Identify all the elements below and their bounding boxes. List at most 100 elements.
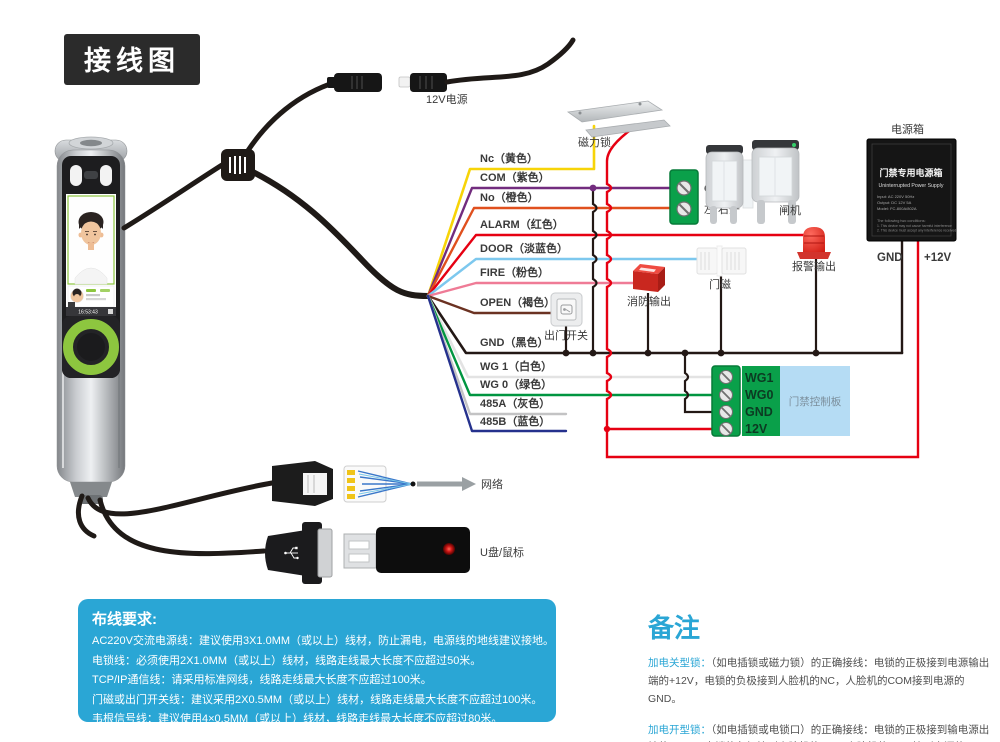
face-terminal-illustration: 16:53:43	[54, 136, 128, 504]
wire-485a-label: 485A（灰色）	[480, 396, 550, 410]
board-terminal-wg1: WG1	[745, 371, 774, 385]
power-box-spec: Input: AC 220V 50Hz	[877, 194, 914, 199]
screw-icon	[676, 201, 692, 217]
camera-slot-right-icon	[100, 165, 112, 186]
usb-stick-plug	[343, 533, 377, 569]
remarks-panel: 备注 加电关型锁：（如电插锁或磁力锁）的正确接线：电锁的正极接到电源输出端的+1…	[648, 608, 990, 742]
wire-fan	[426, 124, 904, 433]
power-box-12v-label: +12V	[924, 252, 952, 264]
cables	[76, 79, 431, 557]
wire-gnd-label: GND（黑色）	[480, 335, 548, 349]
wire-fire	[426, 281, 636, 298]
green-ring-icon	[63, 319, 119, 375]
remark-note-head: 加电开型锁：	[648, 723, 711, 736]
wiring-requirements-title: 布线要求:	[92, 611, 157, 628]
power-12v-connectors: 12V电源	[327, 37, 576, 106]
wire-door	[426, 257, 699, 298]
breakout-connector-icon	[221, 149, 255, 181]
screw-icon	[718, 387, 734, 403]
wire-door-label: DOOR（淡蓝色）	[480, 241, 568, 255]
wiring-requirement-item: TCP/IP通信线：请采用标准网线，线路走线最大长度不应超过100米。	[92, 674, 432, 687]
screw-icon	[718, 421, 734, 437]
camera-slot-left-icon	[70, 165, 82, 186]
power-box-label: 电源箱	[891, 122, 924, 136]
power-box-note: The following two conditions:	[877, 219, 926, 223]
screw-icon	[718, 404, 734, 420]
wire-board-gnd-branch	[683, 353, 714, 414]
remark-note: 加电关型锁：（如电插锁或磁力锁）的正确接线：电锁的正极接到电源输出端的+12V，…	[648, 655, 990, 709]
wiring-requirements-panel: 布线要求: AC220V交流电源线：建议使用3X1.0MM（或以上）线材，防止漏…	[78, 599, 556, 725]
usb-trident-icon	[284, 546, 299, 560]
board-terminal-gnd: GND	[745, 405, 773, 419]
wire-wg0-label: WG 0（绿色）	[480, 377, 552, 391]
device-base	[70, 482, 112, 497]
wire-wg0	[426, 294, 715, 397]
alarm-beacon-icon: 报警输出	[792, 227, 836, 273]
recognition-card	[67, 285, 115, 308]
gate-illustration: 闸机	[705, 140, 801, 224]
wire-wg1-label: WG 1（白色）	[480, 359, 552, 373]
power-box-illustration: 电源箱 门禁专用电源箱 Uninterrupted Power Supply I…	[866, 122, 957, 264]
page-title: 接线图	[64, 34, 200, 85]
cable-usb	[97, 497, 267, 557]
wire-plus12v	[605, 127, 920, 459]
wire-com	[426, 186, 672, 298]
wire-wg1	[426, 294, 715, 379]
cable-device-to-breakout	[121, 162, 225, 231]
cable-network	[85, 480, 275, 517]
exit-button-label: 出门开关	[544, 328, 588, 342]
wire-nc	[426, 124, 596, 298]
wire-gnd-rail	[426, 294, 904, 355]
camera-lens-icon	[84, 171, 98, 179]
screen-status-bar	[66, 307, 116, 316]
wire-485b-label: 485B（蓝色）	[480, 414, 550, 428]
usb-stick-body	[376, 527, 470, 573]
wire-485b	[426, 294, 568, 433]
screen-time: 16:53:43	[78, 310, 98, 316]
junction-com	[589, 184, 597, 192]
junction-12v	[603, 425, 611, 433]
wire-open-label: OPEN（褐色）	[480, 295, 555, 309]
wiring-requirement-item: 电锁线：必须使用2X1.0MM（或以上）线材，线路走线最大长度不应超过50米。	[92, 654, 482, 667]
remark-note-body: （如电插锁或磁力锁）的正确接线：电锁的正极接到电源输出端的+12V，电锁的负极接…	[648, 657, 990, 705]
fire-output-icon: 消防输出	[627, 264, 671, 308]
wire-alarm	[426, 233, 808, 298]
usb-mouse-label: U盘/鼠标	[480, 545, 524, 559]
alarm-output-label: 报警输出	[792, 259, 836, 273]
wire-nc-label: Nc（黄色）	[480, 151, 538, 165]
cable-breakout-to-12v	[244, 79, 339, 155]
board-terminal-wg0: WG0	[745, 388, 774, 402]
usb-led-icon	[443, 543, 455, 555]
power-box-spec: Model: FC-800A/802A	[877, 206, 917, 211]
power-box-gnd-label: GND	[877, 252, 903, 264]
door-sensor-label: 门磁	[709, 277, 731, 291]
dc-jack-female-icon	[334, 73, 382, 92]
remarks-title: 备注	[648, 613, 701, 643]
door-sensor-icon: 门磁	[696, 245, 747, 291]
wire-com-to-gnd	[591, 190, 598, 353]
gate-label: 闸机	[779, 203, 801, 217]
power-box-title: 门禁专用电源箱	[879, 167, 942, 178]
power-box-subtitle: Uninterrupted Power Supply	[879, 183, 944, 189]
remark-note: 加电开型锁：（如电插锁或电锁口）的正确接线：电锁的正极接到输电源出端的+12V，…	[648, 722, 990, 742]
control-board-label: 门禁控制板	[789, 395, 842, 408]
cable-loop	[76, 493, 97, 539]
cable-main	[250, 169, 431, 299]
wire-labels: Nc（黄色） COM（紫色） No（橙色） ALARM（红色） DOOR（淡蓝色…	[480, 151, 568, 428]
control-board: WG1 WG0 GND 12V 门禁控制板	[711, 365, 850, 437]
dc-plug-male-icon	[410, 73, 447, 92]
wiring-requirement-item: AC220V交流电源线：建议使用3X1.0MM（或以上）线材，防止漏电，电源线的…	[92, 635, 555, 647]
power-12v-label: 12V电源	[426, 92, 468, 106]
board-terminal-12v: 12V	[745, 422, 768, 436]
wiring-requirement-item: 韦根信号线：建议使用4×0.5MM（或以上）线材，线路走线最大长度不应超过80米…	[92, 713, 503, 726]
magnetic-lock-illustration: 磁力锁	[566, 100, 671, 149]
wire-alarm-label: ALARM（红色）	[480, 217, 564, 231]
power-box-spec: Output: DC 12V 5A	[877, 200, 912, 205]
wire-no	[426, 206, 672, 298]
wire-no-label: No（橙色）	[480, 190, 539, 204]
power-box-note: 2. This device must accept any interfere…	[877, 229, 956, 233]
exit-button-icon: 出门开关	[544, 292, 588, 342]
wiring-requirement-item: 门磁或出门开关线：建议采用2X0.5MM（或以上）线材，线路走线最大长度不应超过…	[92, 693, 543, 706]
